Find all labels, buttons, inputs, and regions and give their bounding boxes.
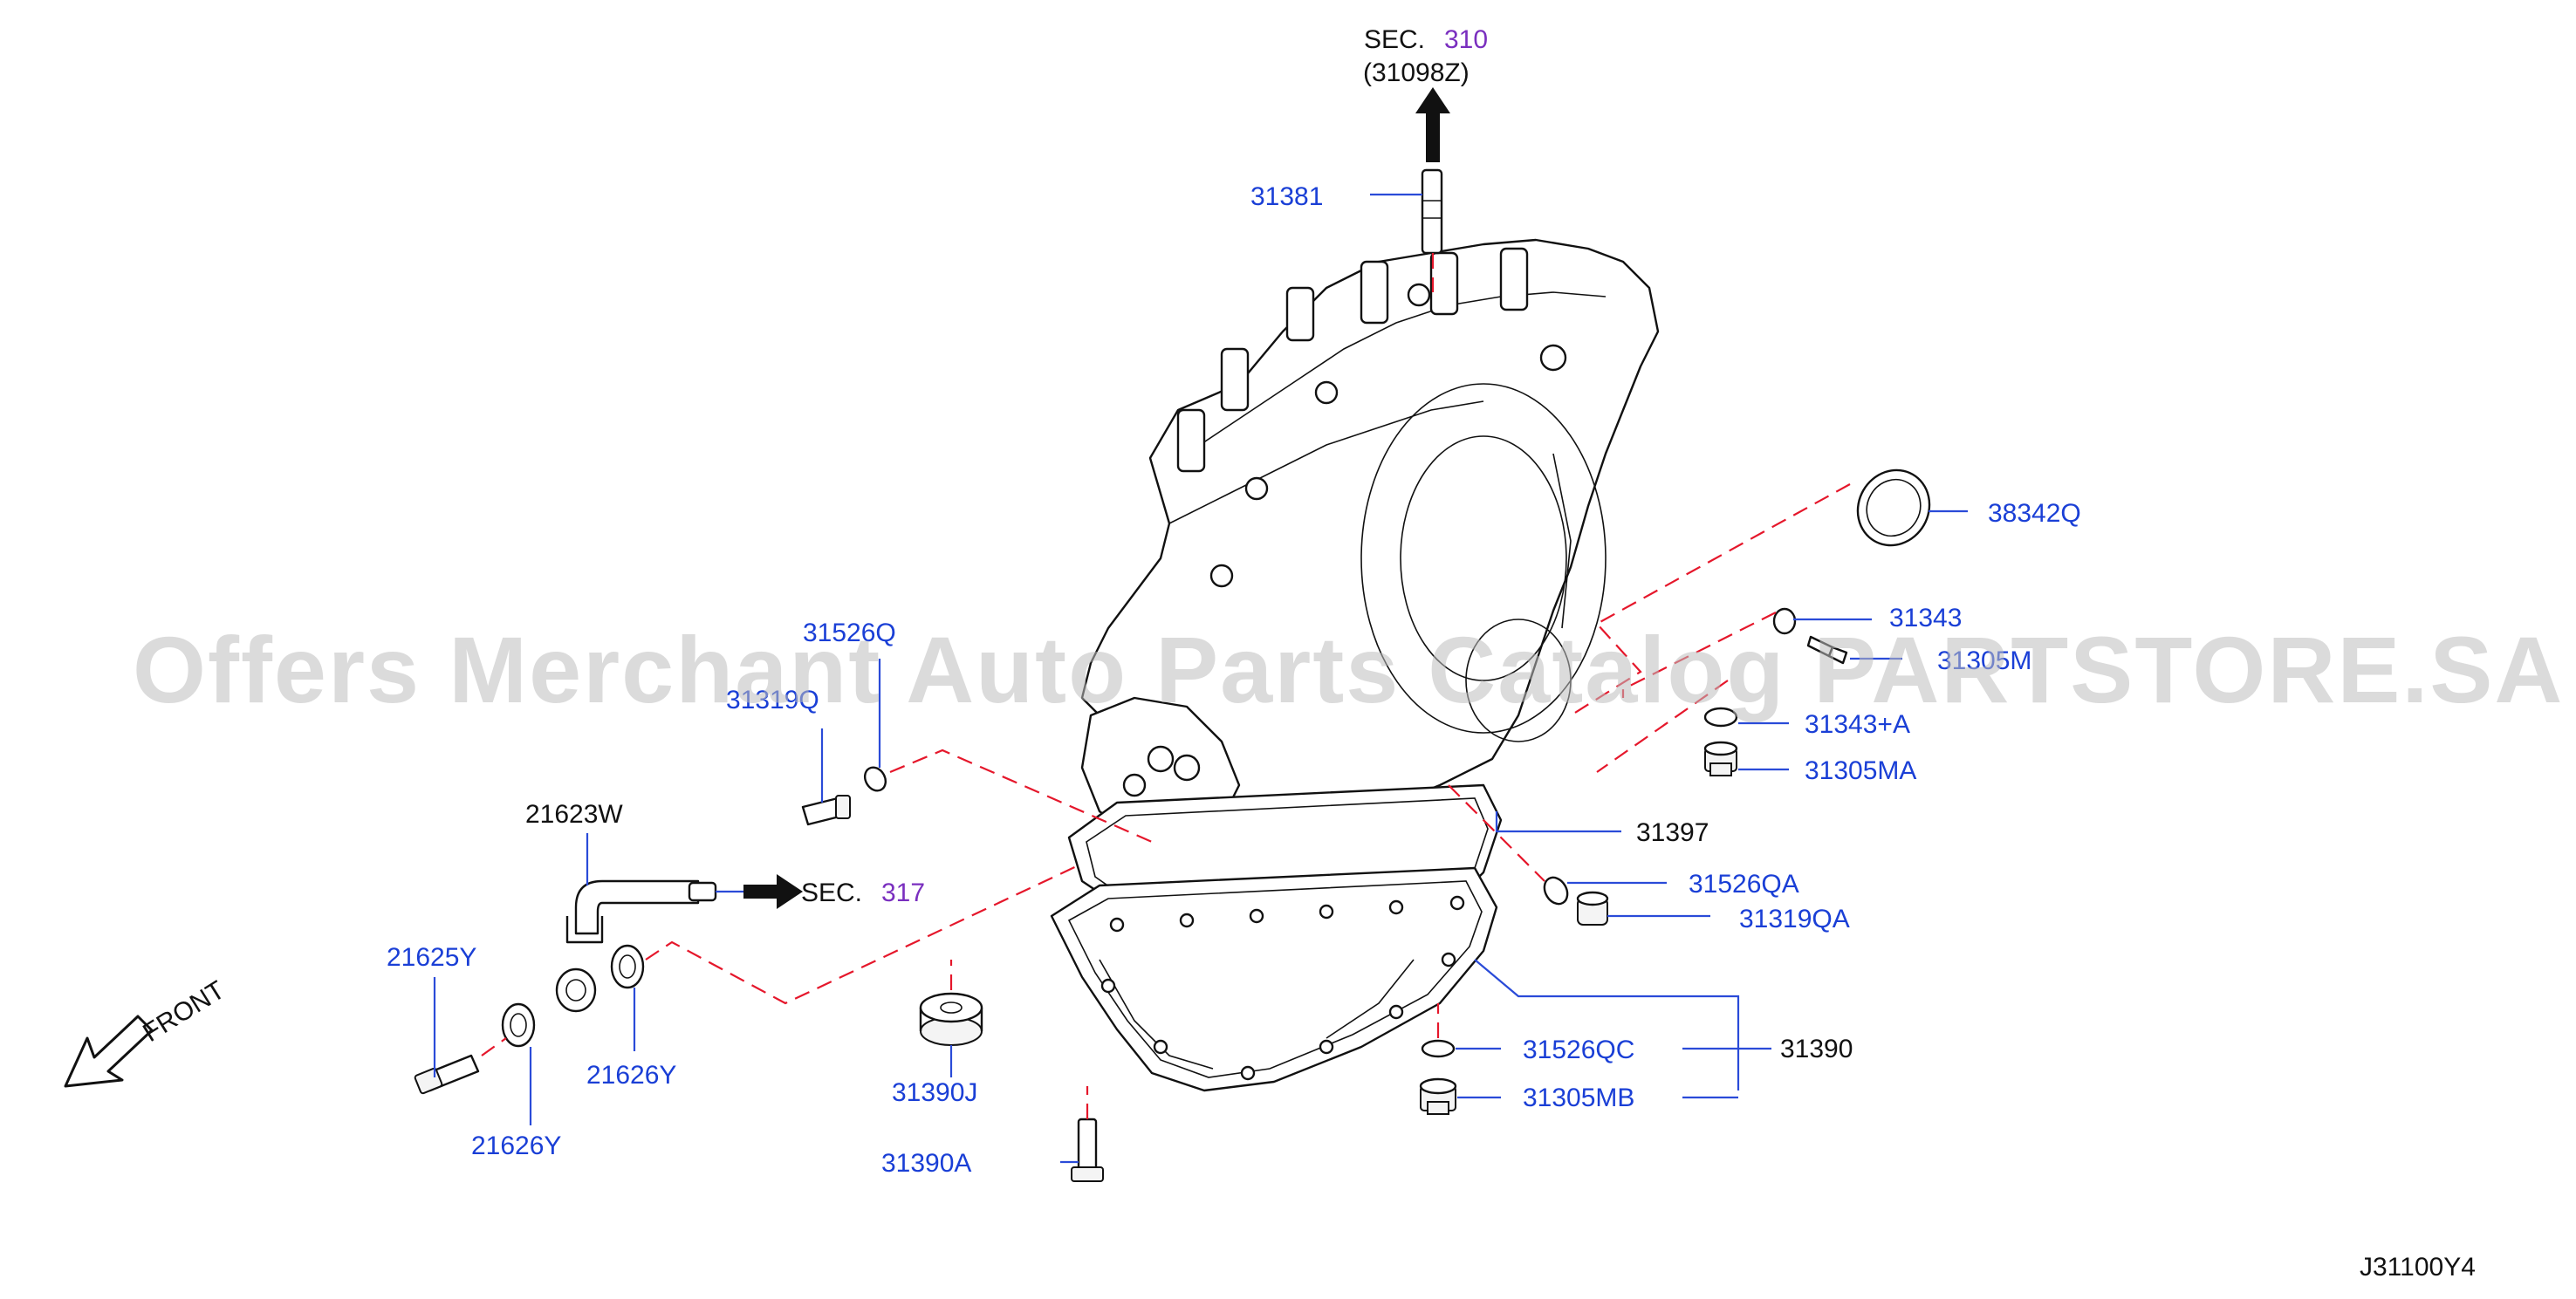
hose-21623W-drawing	[555, 879, 717, 1013]
part-label-31397[interactable]: 31397	[1636, 818, 1709, 847]
sec-310-number: 310	[1444, 25, 1488, 54]
o-ring-31343-drawing	[1772, 607, 1797, 635]
part-label-31319QA[interactable]: 31319QA	[1739, 905, 1850, 933]
assembly-dashed-lines	[481, 253, 1851, 1119]
part-label-21626Y-lower[interactable]: 21626Y	[471, 1131, 561, 1160]
part-label-31526Q[interactable]: 31526Q	[803, 619, 896, 647]
stud-31381-drawing	[1421, 168, 1443, 255]
part-label-31390A[interactable]: 31390A	[881, 1149, 971, 1178]
o-ring-31526QC-drawing	[1421, 1039, 1456, 1058]
plug-31305MB-drawing	[1419, 1077, 1457, 1115]
washer-21626Y-a-drawing	[501, 1002, 536, 1048]
sec-310-subref: (31098Z)	[1363, 58, 1470, 87]
part-label-31390[interactable]: 31390	[1780, 1035, 1853, 1063]
part-label-31343[interactable]: 31343	[1889, 604, 1962, 632]
washer-21626Y-b-drawing	[610, 944, 645, 989]
part-label-31390J[interactable]: 31390J	[892, 1078, 977, 1107]
part-label-31526QC[interactable]: 31526QC	[1523, 1036, 1634, 1064]
part-label-31305MA[interactable]: 31305MA	[1805, 756, 1916, 785]
part-label-31381[interactable]: 31381	[1250, 182, 1323, 211]
part-label-31526QA[interactable]: 31526QA	[1689, 870, 1799, 899]
part-label-38342Q[interactable]: 38342Q	[1988, 499, 2081, 528]
part-label-31319Q[interactable]: 31319Q	[726, 686, 819, 714]
front-label: FRONT	[138, 975, 230, 1048]
bolt-31390A-drawing	[1071, 1118, 1104, 1182]
part-label-21626Y-upper[interactable]: 21626Y	[586, 1061, 676, 1090]
o-ring-31526Q-drawing	[863, 766, 887, 792]
part-label-31305MB[interactable]: 31305MB	[1523, 1084, 1634, 1112]
sec-317-prefix: SEC.	[801, 879, 862, 907]
section-317-arrow	[743, 874, 803, 909]
transmission-case-drawing	[1050, 238, 1660, 1092]
o-ring-31343A-drawing	[1703, 707, 1738, 728]
diagram-id: J31100Y4	[2360, 1253, 2476, 1282]
part-label-31343A[interactable]: 31343+A	[1805, 710, 1910, 739]
bolt-21625Y-drawing	[414, 1054, 480, 1095]
sec-317-number: 317	[881, 879, 925, 907]
watermark-text: Offers Merchant Auto Parts Catalog PARTS…	[133, 617, 2564, 722]
plug-31305MA-drawing	[1703, 741, 1738, 776]
part-label-31305M[interactable]: 31305M	[1937, 646, 2031, 675]
section-317-label: SEC. 317	[801, 879, 925, 907]
o-ring-31526QA-drawing	[1543, 876, 1569, 906]
part-label-21623W[interactable]: 21623W	[525, 800, 623, 829]
plug-31305M-drawing	[1806, 635, 1848, 665]
leader-lines	[433, 193, 1968, 1164]
grommet-31390J-drawing	[919, 992, 983, 1046]
oil-seal-38342Q-drawing	[1856, 468, 1931, 547]
section-310-arrow	[1415, 87, 1450, 162]
section-310-label: SEC. 310 (31098Z)	[1363, 25, 1488, 87]
part-label-21625Y[interactable]: 21625Y	[387, 943, 476, 972]
sec-310-prefix: SEC.	[1364, 25, 1425, 54]
plug-31319Q-drawing	[801, 795, 851, 826]
front-arrow-icon	[64, 1015, 154, 1088]
plug-31319QA-drawing	[1576, 891, 1609, 926]
